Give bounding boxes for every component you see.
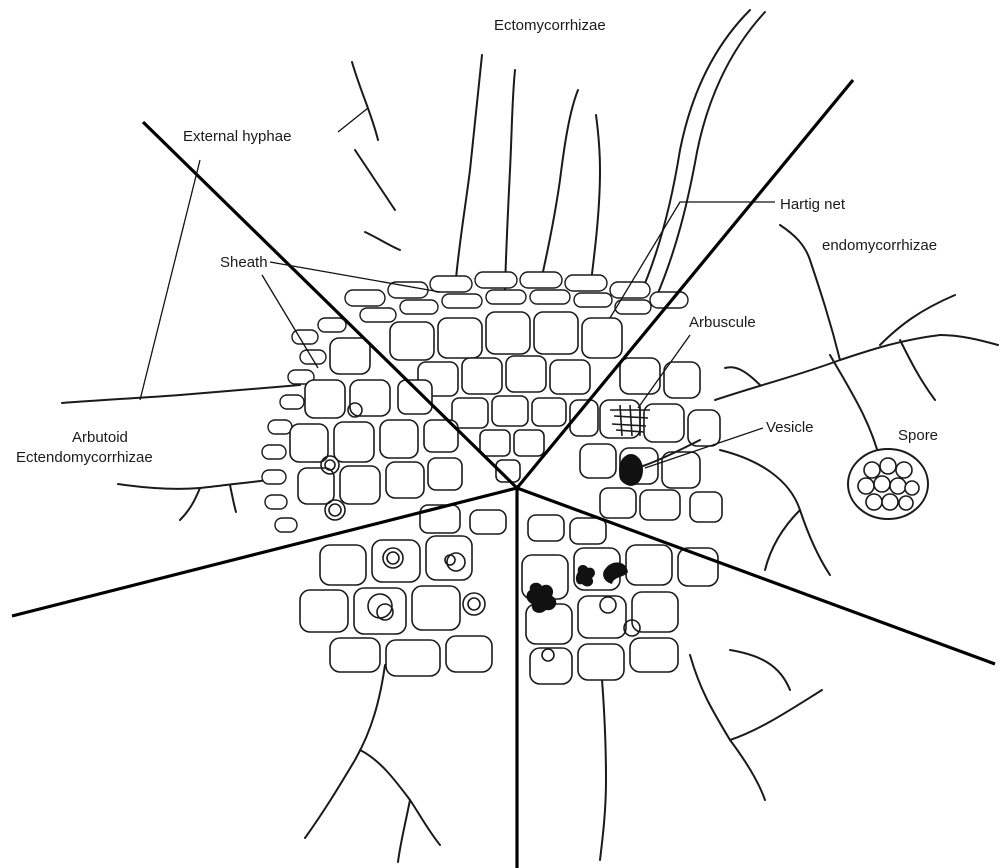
label-hartig-net: Hartig net [780,196,846,213]
label-arbuscule: Arbuscule [689,314,756,331]
label-sheath: Sheath [220,254,268,271]
coil [468,598,480,610]
top-hyphae [352,10,765,300]
leader-external-hyphae-top [338,108,368,132]
coil [325,500,345,520]
coil [325,460,335,470]
cortex-cells [262,272,722,684]
fungal-mass [576,565,595,586]
label-spore: Spore [898,427,938,444]
vesicle-body [619,454,643,486]
sector-dividers [12,80,995,868]
label-external-hyphae: External hyphae [183,128,291,145]
label-ectomycorrhizae: Ectomycorrhizae [494,17,606,34]
coil [463,593,485,615]
coil [329,504,341,516]
label-ectendomycorrhizae: Ectendomycorrhizae [16,449,153,466]
label-arbutoid: Arbutoid [72,429,128,446]
spore [848,449,928,519]
cortex-bottom-left [300,505,506,676]
label-vesicle: Vesicle [766,419,814,436]
leader-external-hyphae-left [140,160,200,400]
leader-sheath-left [262,275,318,368]
right-hyphae [715,225,998,575]
label-endomycorrhizae: endomycorrhizae [822,237,937,254]
